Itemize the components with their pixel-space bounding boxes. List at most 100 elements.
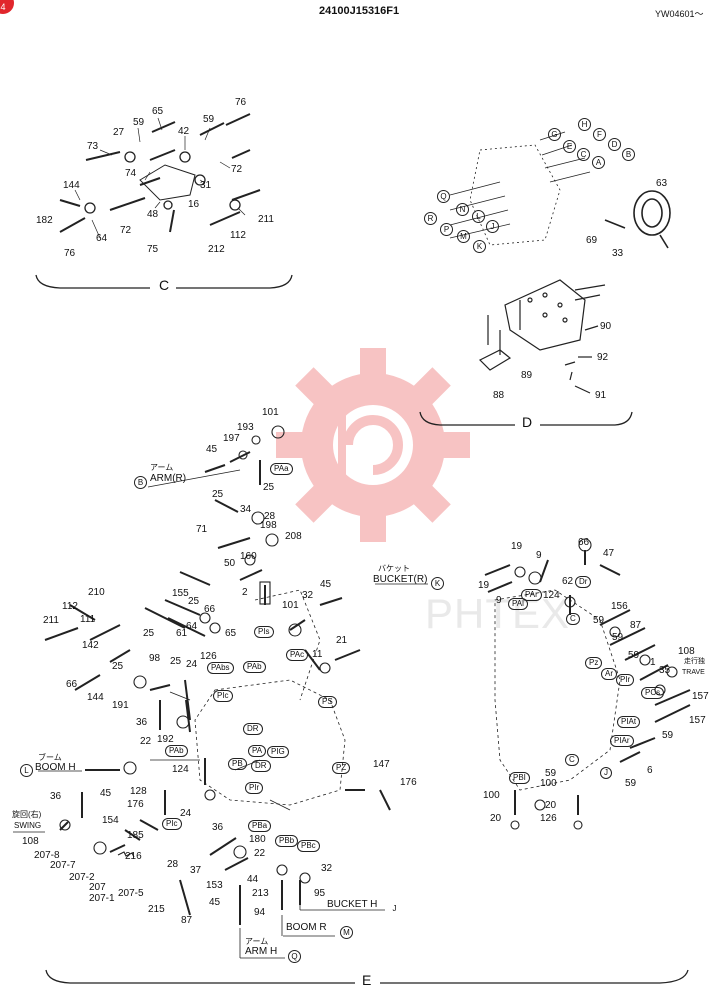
part-number: 45 <box>320 579 332 590</box>
port-label: PIAt <box>617 716 641 728</box>
port-letter: K <box>473 240 486 253</box>
port-label: PAc <box>286 649 309 661</box>
part-number: 182 <box>36 215 53 226</box>
serial-range: YW04601～ <box>655 9 704 19</box>
part-number: 47 <box>603 548 615 559</box>
port-letter: Q <box>288 950 301 963</box>
part-number: 65 <box>225 628 237 639</box>
part-number: 1 <box>650 657 656 668</box>
port-label: PAr <box>521 589 542 601</box>
part-number: 112 <box>62 601 78 612</box>
part-number: 126 <box>540 813 557 824</box>
part-number: 72 <box>231 164 243 175</box>
part-number: 66 <box>578 537 590 548</box>
port-letter: K <box>431 577 444 590</box>
port-letter: B <box>134 476 147 489</box>
section-e-label: E <box>362 972 372 988</box>
port-letter: C <box>577 148 590 161</box>
section-c-label: C <box>159 277 170 293</box>
port-label: PBa <box>248 820 272 832</box>
port-label: PIAr <box>610 735 634 747</box>
section-d-label: D <box>522 414 533 430</box>
part-number: 36 <box>50 791 62 802</box>
part-number: 37 <box>190 865 202 876</box>
part-number: 25 <box>212 489 224 500</box>
part-number: 72 <box>120 225 132 236</box>
swing-jp: 旋回(右) <box>12 810 42 819</box>
part-number: 25 <box>188 596 200 607</box>
gear-watermark-icon <box>276 348 470 542</box>
corner-page-number: 4 <box>0 2 6 12</box>
travel-jp: 走行独 <box>684 658 705 665</box>
port-letter: N <box>456 203 469 216</box>
part-number: 215 <box>148 904 165 915</box>
part-number: 62 <box>562 576 574 587</box>
part-number: 63 <box>656 178 668 189</box>
part-number: 64 <box>96 233 108 244</box>
part-number: 124 <box>172 764 189 775</box>
part-number: 90 <box>600 321 612 332</box>
part-number: 160 <box>240 551 257 562</box>
part-number: 211 <box>258 214 274 225</box>
part-number: 66 <box>66 679 78 690</box>
part-number: 75 <box>147 244 159 255</box>
part-code: 24100J15316F1 <box>319 5 400 17</box>
part-number: 207-8 <box>34 850 60 861</box>
port-letter: J <box>486 220 499 233</box>
port-label: PB <box>228 758 247 770</box>
part-number: 9 <box>536 550 542 561</box>
part-number: 216 <box>125 851 142 862</box>
bucket-r-jp: バケット <box>378 564 410 573</box>
part-number: 100 <box>540 778 557 789</box>
part-number: 28 <box>167 859 179 870</box>
port-label: PIs <box>254 626 274 638</box>
part-number: 20 <box>490 813 502 824</box>
port-letter: L <box>472 210 485 223</box>
part-number: 25 <box>112 661 124 672</box>
part-number: 27 <box>113 127 125 138</box>
port-letter: A <box>592 156 605 169</box>
part-number: 193 <box>237 422 254 433</box>
port-label: C <box>565 754 579 766</box>
arm-r-label: ARM(R) <box>150 473 187 484</box>
part-number: 22 <box>140 736 152 747</box>
part-number: 24 <box>180 808 192 819</box>
part-number: 59 <box>662 730 674 741</box>
part-number: 2 <box>242 587 248 598</box>
part-number: 101 <box>282 600 299 611</box>
part-number: 59 <box>133 117 145 128</box>
boom-r-label: BOOM R <box>286 922 327 933</box>
part-number: 31 <box>200 180 212 191</box>
port-label: PBb <box>275 835 299 847</box>
port-letter: L <box>20 764 33 777</box>
part-number: 28 <box>264 511 276 522</box>
part-number: 25 <box>170 656 182 667</box>
part-number: 211 <box>43 615 59 626</box>
part-number: 111 <box>80 614 96 625</box>
part-number: 74 <box>125 168 137 179</box>
part-number: 207-7 <box>50 860 76 871</box>
part-number: 59 <box>625 778 637 789</box>
port-label: PAbs <box>207 662 234 674</box>
part-number: 89 <box>521 370 533 381</box>
part-number: 88 <box>493 390 505 401</box>
corner-page-badge: 4 <box>0 0 14 14</box>
part-number: 16 <box>188 199 200 210</box>
port-letter: M <box>340 926 353 939</box>
boom-h-label: BOOM H <box>35 762 76 773</box>
port-label: PZ <box>332 762 351 774</box>
part-number: 59 <box>203 114 215 125</box>
part-number: 76 <box>235 97 247 108</box>
part-number: 126 <box>200 651 217 662</box>
part-number: 157 <box>689 715 706 726</box>
part-number: 25 <box>263 482 275 493</box>
boom-h-jp: ブーム <box>38 753 62 762</box>
part-number: 108 <box>678 646 695 657</box>
part-number: 208 <box>285 531 302 542</box>
port-letter: B <box>622 148 635 161</box>
part-number: 192 <box>157 734 174 745</box>
port-label: PAa <box>270 463 293 475</box>
port-letter: P <box>440 223 453 236</box>
